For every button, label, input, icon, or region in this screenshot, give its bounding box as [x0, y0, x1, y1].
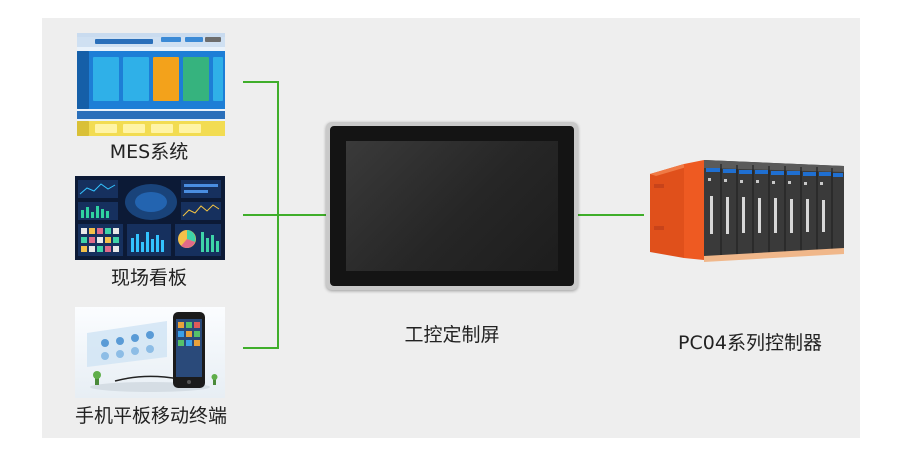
touch-screen-label: 工控定制屏 — [404, 324, 500, 346]
mobile-terminal-image — [75, 307, 225, 398]
dashboard-image — [75, 176, 225, 260]
mes-connector-line — [243, 81, 279, 83]
screen-controller-connector-line — [578, 214, 644, 216]
mobile-terminal-label: 手机平板移动终端 — [74, 405, 227, 427]
touch-screen-image — [326, 122, 578, 290]
plc-controller-image — [644, 156, 849, 266]
plc-controller-label: PC04系列控制器 — [678, 332, 822, 354]
screen-display — [346, 141, 558, 271]
dashboard-connector-line — [243, 214, 327, 216]
mobile-connector-line — [243, 347, 279, 349]
mes-system-label: MES系统 — [109, 141, 189, 163]
trunk-connector-line — [277, 81, 279, 349]
mes-system-image — [77, 33, 225, 136]
screen-bezel — [330, 126, 574, 286]
dashboard-label: 现场看板 — [110, 267, 187, 289]
